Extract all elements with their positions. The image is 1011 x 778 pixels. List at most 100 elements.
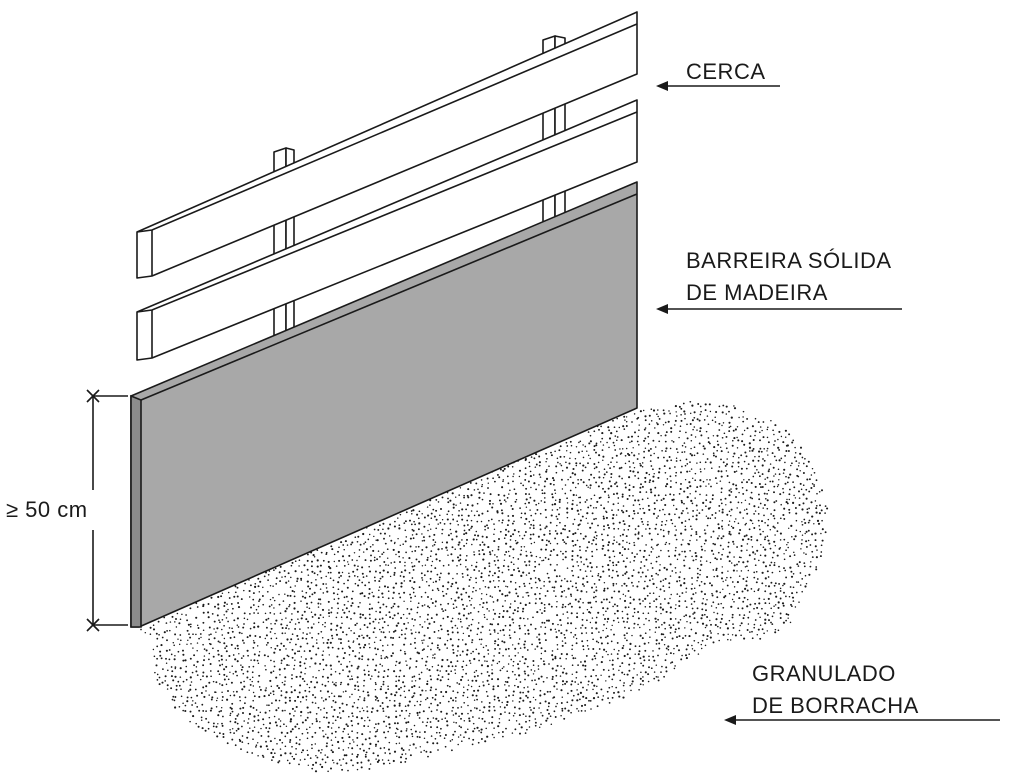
granulate-dot [303,564,306,567]
granulate-dot [758,525,760,527]
granulate-dot [514,712,516,715]
granulate-dot [409,657,412,660]
granulate-dot [426,668,428,670]
granulate-dot [189,636,192,639]
granulate-dot [239,739,242,743]
granulate-dot [449,528,452,531]
granulate-dot [402,613,405,616]
granulate-dot [590,473,593,476]
granulate-dot [633,466,636,469]
granulate-dot [522,713,525,715]
granulate-dot [625,584,628,587]
granulate-dot [757,471,760,474]
granulate-dot [165,622,168,624]
granulate-dot [656,586,658,589]
granulate-dot [251,676,254,678]
granulate-dot [200,636,202,639]
granulate-dot [257,754,259,757]
granulate-dot [322,650,325,652]
granulate-dot [758,450,761,453]
granulate-dot [174,621,176,623]
granulate-dot [615,430,618,433]
granulate-dot [527,591,529,594]
granulate-dot [478,685,481,688]
granulate-dot [273,665,276,668]
granulate-dot [783,558,786,561]
granulate-dot [782,487,784,490]
granulate-dot [690,499,693,502]
granulate-dot [525,592,528,594]
granulate-dot [387,730,390,733]
granulate-dot [437,674,440,677]
granulate-dot [661,520,663,523]
granulate-dot [399,694,402,697]
granulate-dot [485,601,488,604]
granulate-dot [475,707,478,710]
granulate-dot [481,512,484,515]
granulate-dot [777,629,780,632]
granulate-dot [417,545,420,548]
granulate-dot [640,483,642,486]
granulate-dot [219,621,221,624]
granulate-dot [451,582,454,585]
granulate-dot [246,751,249,754]
granulate-dot [628,525,631,527]
granulate-dot [286,638,289,641]
granulate-dot [790,524,793,528]
granulate-dot [685,431,687,434]
granulate-dot [623,582,626,585]
granulate-dot [250,606,252,609]
granulate-dot [312,554,315,557]
granulate-dot [227,620,229,623]
granulate-dot [385,725,388,727]
granulate-dot [493,727,495,729]
granulate-dot [338,638,340,640]
granulate-dot [611,457,614,459]
granulate-dot [686,423,688,426]
granulate-dot [632,615,634,618]
granulate-dot [361,658,363,661]
granulate-dot [407,622,409,624]
granulate-dot [550,514,553,517]
granulate-dot [787,617,789,619]
granulate-dot [730,508,733,511]
granulate-dot [486,618,488,621]
granulate-dot [383,561,386,563]
granulate-dot [407,721,410,724]
granulate-dot [805,553,807,555]
granulate-dot [690,439,693,442]
granulate-dot [648,481,651,483]
granulate-dot [363,699,366,702]
granulate-dot [763,538,766,541]
granulate-dot [524,478,527,481]
granulate-dot [427,613,429,616]
granulate-dot [592,688,594,691]
granulate-dot [291,648,294,651]
granulate-dot [497,548,500,551]
granulate-dot [394,664,397,667]
granulate-dot [744,587,747,590]
granulate-dot [316,681,319,684]
granulate-dot [394,732,397,734]
granulate-dot [571,654,573,657]
granulate-dot [447,665,450,668]
granulate-dot [533,569,536,572]
granulate-dot [253,626,256,629]
granulate-dot [596,500,599,503]
granulate-dot [701,622,705,625]
granulate-dot [452,648,455,651]
granulate-dot [434,567,437,570]
granulate-dot [773,540,776,543]
granulate-dot [456,556,460,559]
granulate-dot [532,533,535,536]
granulate-dot [290,691,293,694]
granulate-dot [525,550,527,553]
granulate-dot [371,591,373,594]
granulate-dot [223,624,225,627]
granulate-dot [759,637,762,640]
granulate-dot [229,671,231,674]
granulate-dot [477,622,480,624]
granulate-dot [612,619,615,622]
granulate-dot [774,534,776,536]
granulate-dot [683,490,686,493]
